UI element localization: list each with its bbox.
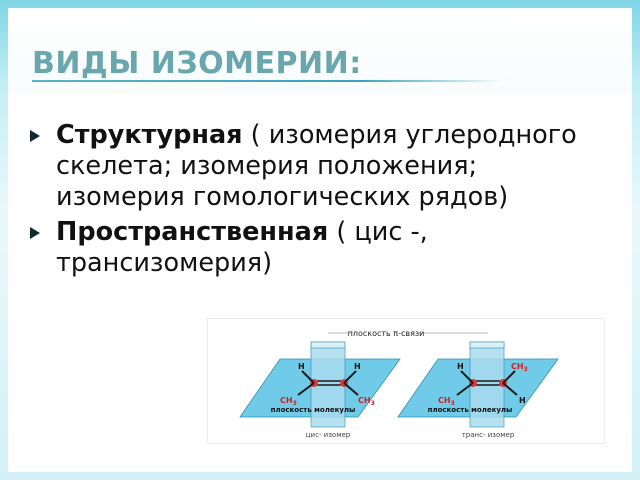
atom-ch3: CH3 (280, 396, 297, 407)
bullet-marker-icon (30, 227, 40, 239)
cis-isomer: H H CH3 CH3 плоскость молекулы цис- изом… (239, 341, 401, 439)
bullet-text: ( цис -, трансизомерия) (56, 217, 428, 278)
bond (502, 370, 516, 384)
bullet-marker-icon (30, 130, 40, 142)
pi-plane-label: плоскость π-связи (348, 329, 425, 338)
bond (301, 370, 315, 384)
isomer-diagram: плоскость π-связи H H CH3 CH3 плоскость … (239, 329, 559, 439)
bullet-spatial: Пространственная ( цис -, трансизомерия) (30, 217, 610, 279)
bond (297, 382, 315, 396)
bullet-structural: Структурная ( изомерия углеродного скеле… (30, 120, 610, 213)
molecule-plane-label: плоскость молекулы (271, 406, 356, 414)
molecule-plane-label: плоскость молекулы (428, 406, 513, 414)
bullet-list: Структурная ( изомерия углеродного скеле… (30, 120, 610, 283)
title-underline (32, 80, 502, 82)
bond (456, 382, 474, 396)
atom-ch3: CH3 (358, 396, 375, 407)
atom-h: H (354, 362, 361, 371)
atom-ch3: CH3 (438, 396, 455, 407)
bond (343, 370, 357, 384)
bond (502, 382, 518, 396)
slide-title: Виды изомерии: (32, 46, 362, 81)
isomer-figure: плоскость π-связи H H CH3 CH3 плоскость … (207, 318, 605, 444)
bond (343, 382, 359, 396)
trans-isomer: H CH3 CH3 H плоскость молекулы транс- из… (397, 341, 559, 439)
pi-plane-cap-trans (469, 341, 505, 349)
pi-plane-cap-cis (310, 341, 346, 349)
bond (460, 370, 474, 384)
cis-caption: цис- изомер (306, 431, 351, 439)
slide-frame: Виды изомерии: Структурная ( изомерия уг… (8, 8, 632, 472)
bullet-term: Пространственная (56, 217, 329, 247)
atom-h: H (519, 396, 526, 405)
atom-ch3: CH3 (511, 362, 528, 373)
bullet-term: Структурная (56, 120, 243, 150)
atom-h: H (457, 362, 464, 371)
bullet-text: ( изомерия углеродного скелета; изомерия… (56, 120, 577, 212)
trans-caption: транс- изомер (462, 431, 515, 439)
atom-h: H (298, 362, 305, 371)
